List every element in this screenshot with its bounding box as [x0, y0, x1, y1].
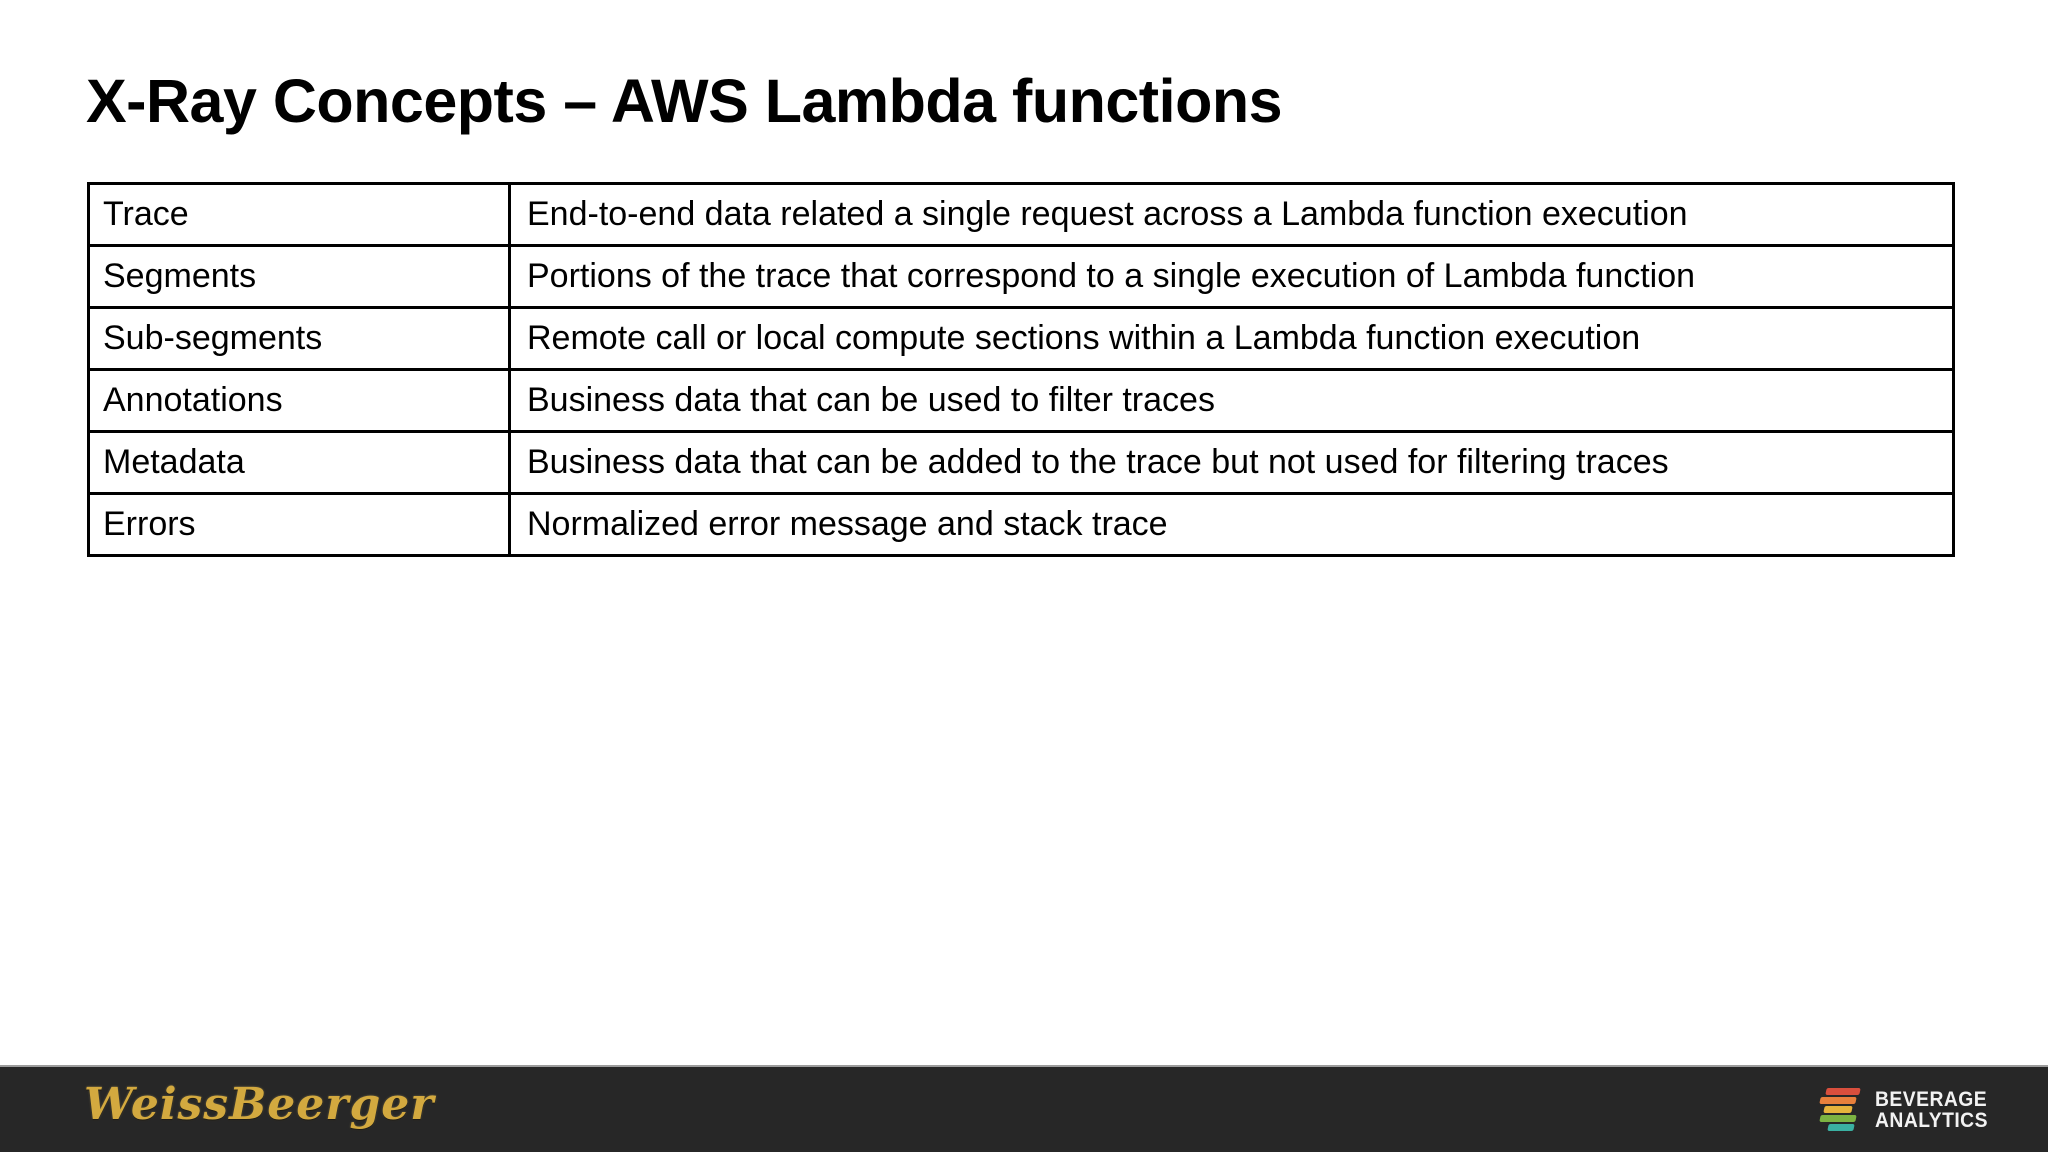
table-row: Annotations Business data that can be us… [87, 368, 1955, 433]
table-row: Segments Portions of the trace that corr… [87, 244, 1955, 309]
bar-green [1819, 1115, 1857, 1122]
definition-cell: Business data that can be used to filter… [508, 368, 1955, 433]
stacked-bars-icon [1819, 1088, 1865, 1131]
term-cell: Segments [87, 244, 511, 309]
weissbeerger-logo: WeissBeerger [84, 1079, 435, 1130]
term-cell: Annotations [87, 368, 511, 433]
xray-concepts-table: Trace End-to-end data related a single r… [87, 182, 1955, 557]
term-cell: Metadata [87, 430, 511, 495]
bar-orange [1819, 1097, 1857, 1104]
term-cell: Errors [87, 492, 511, 557]
term-cell: Trace [87, 182, 511, 247]
term-cell: Sub-segments [87, 306, 511, 371]
table-row: Trace End-to-end data related a single r… [87, 182, 1955, 247]
definition-cell: End-to-end data related a single request… [508, 182, 1955, 247]
page-title: X-Ray Concepts – AWS Lambda functions [86, 67, 1283, 135]
table-row: Sub-segments Remote call or local comput… [87, 306, 1955, 371]
definition-cell: Normalized error message and stack trace [508, 492, 1955, 557]
beverage-text-line: BEVERAGE [1875, 1087, 1988, 1111]
definition-cell: Remote call or local compute sections wi… [508, 306, 1955, 371]
footer-bar: WeissBeerger BEVERAGE ANALYTICS [0, 1065, 2048, 1152]
definition-cell: Business data that can be added to the t… [508, 430, 1955, 495]
table-row: Errors Normalized error message and stac… [87, 492, 1955, 557]
table-row: Metadata Business data that can be added… [87, 430, 1955, 495]
beverage-analytics-wordmark: BEVERAGE ANALYTICS [1875, 1089, 1998, 1131]
bar-yellow [1823, 1106, 1853, 1113]
beverage-analytics-logo: BEVERAGE ANALYTICS [1819, 1088, 1998, 1131]
definition-cell: Portions of the trace that correspond to… [508, 244, 1955, 309]
bar-red [1825, 1088, 1861, 1095]
bar-teal [1827, 1124, 1855, 1131]
analytics-text-line: ANALYTICS [1875, 1108, 1989, 1132]
